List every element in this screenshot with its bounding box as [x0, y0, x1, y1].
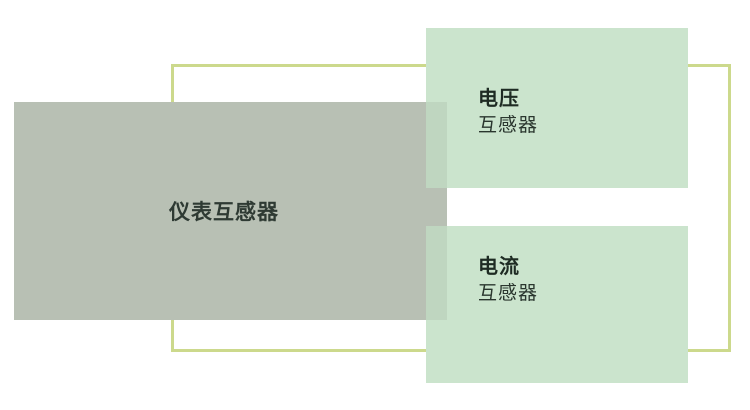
overlap-strip-current: [426, 226, 447, 320]
child-text-voltage: 电压 互感器: [478, 86, 538, 140]
child-text-current: 电流 互感器: [478, 254, 538, 308]
child-block-current[interactable]: 电流 互感器: [426, 226, 688, 383]
child-subtitle-voltage: 互感器: [478, 115, 539, 136]
parent-category-label: 仪表互感器: [169, 201, 279, 224]
parent-category-block[interactable]: 仪表互感器: [14, 102, 447, 320]
child-title-voltage: 电压: [478, 88, 520, 110]
child-subtitle-current: 互感器: [478, 283, 539, 304]
child-title-current: 电流: [478, 256, 520, 278]
overlap-strip-voltage: [426, 102, 447, 188]
child-block-voltage[interactable]: 电压 互感器: [426, 28, 688, 188]
